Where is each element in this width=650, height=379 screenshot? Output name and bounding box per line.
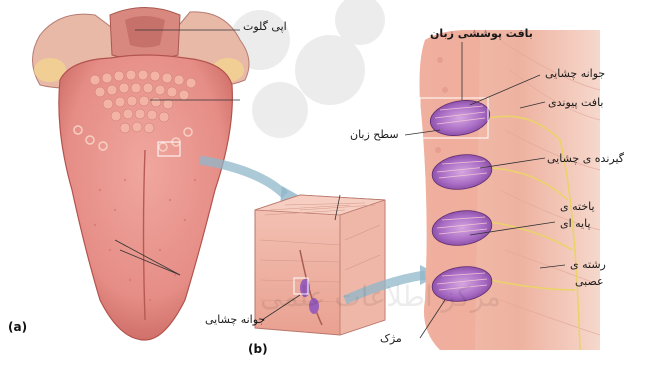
label-tongue-surface: سطح زبان <box>350 128 399 141</box>
label-microvilli: مژک <box>380 332 402 345</box>
label-nerve-fiber-1: رشته ی <box>570 258 606 271</box>
label-connective-tissue: بافت پیوندی <box>548 96 603 109</box>
tongue-illustration <box>33 8 250 341</box>
tissue-block <box>255 195 385 335</box>
label-taste-receptor: گیرنده ی چشایی <box>547 152 624 165</box>
panel-label-b: (b) <box>248 342 268 356</box>
label-taste-bud-block: جوانه چشایی <box>205 313 265 326</box>
label-basal-cell-1: یاخته ی <box>560 200 595 213</box>
label-tongue-epithelium: بافت پوششی زبان <box>430 27 533 40</box>
label-epiglottis: اپی گلوت <box>243 20 287 33</box>
watermark-text: مرکز اطلاعات علمی <box>260 280 501 313</box>
label-basal-cell-2: پایه ای <box>560 217 591 230</box>
panel-label-a: (a) <box>8 320 27 334</box>
label-nerve-fiber-2: عصبی <box>575 275 604 288</box>
label-taste-bud-right: جوانه چشایی <box>545 67 605 80</box>
